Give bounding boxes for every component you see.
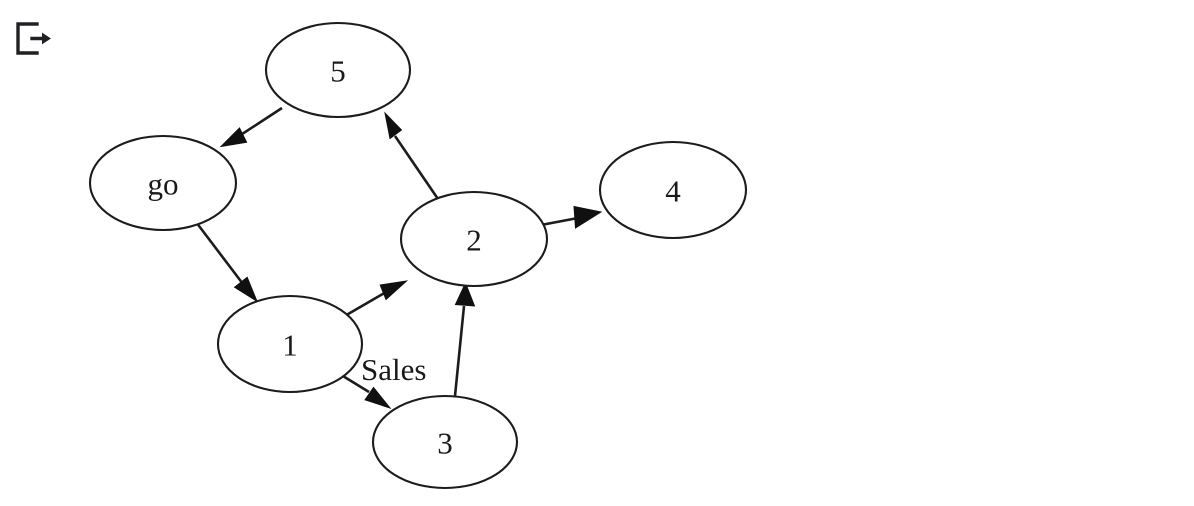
node-5[interactable]: 5 — [264, 21, 412, 119]
node-3-label: 3 — [437, 426, 453, 461]
node-go-label: go — [148, 167, 179, 202]
node-3-shape — [371, 394, 519, 490]
edge-2-to-5[interactable] — [384, 111, 440, 200]
node-3[interactable]: 3 — [371, 394, 519, 490]
node-4-shape — [598, 140, 748, 240]
node-go[interactable]: go — [88, 134, 238, 232]
node-4[interactable]: 4 — [598, 140, 748, 240]
node-5-label: 5 — [330, 54, 346, 89]
node-1-label: 1 — [282, 328, 298, 363]
node-1[interactable]: 1 — [216, 294, 364, 394]
node-2[interactable]: 2 — [399, 190, 549, 288]
logout-icon — [16, 22, 51, 55]
node-go-shape — [88, 134, 238, 232]
logout-icon-button[interactable] — [12, 20, 54, 58]
edge-5-to-go[interactable] — [219, 106, 283, 148]
node-2-label: 2 — [466, 223, 482, 258]
edge-label-sales: Sales — [361, 352, 426, 387]
edge-1-to-2[interactable] — [342, 280, 409, 319]
node-1-shape — [216, 294, 364, 394]
edge-go-to-1[interactable] — [194, 221, 259, 303]
node-2-shape — [399, 190, 549, 288]
edge-2-to-4[interactable] — [540, 205, 603, 229]
node-4-label: 4 — [665, 174, 681, 209]
edge-3-to-2[interactable] — [453, 281, 476, 397]
node-5-shape — [264, 21, 412, 119]
